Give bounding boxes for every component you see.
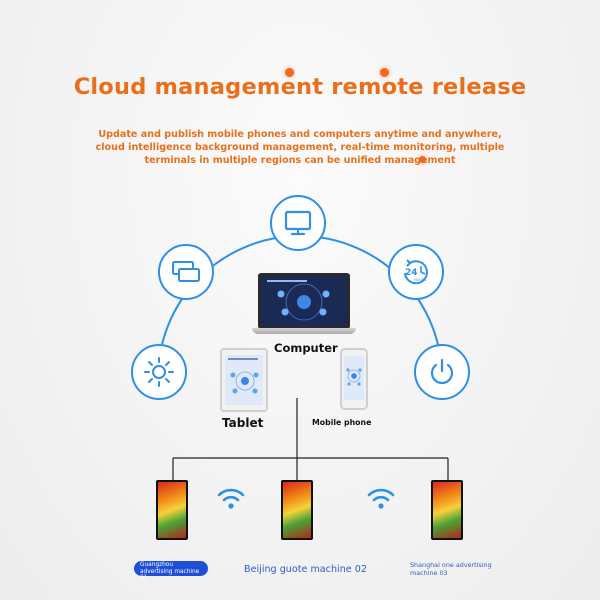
decorative-dot (285, 68, 294, 77)
phone-label: Mobile phone (312, 418, 372, 427)
page-subtitle: Update and publish mobile phones and com… (90, 128, 510, 167)
decorative-dot (380, 68, 389, 77)
machine-label-2: Beijing guote machine 02 (244, 564, 367, 575)
hours-number: 24 (405, 268, 418, 278)
hours-text: HOURS (414, 278, 427, 282)
machine-label-1: Guangzhou advertising machine 01 (134, 561, 208, 581)
24-hours-icon: 24 HOURS (388, 244, 444, 300)
computer-label: Computer (274, 341, 338, 355)
brightness-icon (131, 344, 187, 400)
page-title: Cloud management remote release (73, 74, 527, 100)
subtitle-line: terminals in multiple regions can be uni… (144, 155, 456, 166)
subtitle-line: cloud intelligence background management… (95, 142, 505, 153)
machine-label-3: Shanghai one advertising machine 03 (410, 561, 492, 577)
wifi-icon (367, 488, 395, 509)
tablet-image (220, 348, 268, 412)
advertising-machine-1 (156, 480, 188, 540)
monitor-icon (270, 195, 326, 251)
decorative-dot (419, 156, 426, 163)
wifi-icon (217, 488, 245, 509)
windows-icon (158, 244, 214, 300)
advertising-machine-3 (431, 480, 463, 540)
laptop-base (252, 328, 356, 334)
advertising-machine-2 (281, 480, 313, 540)
phone-screen (344, 356, 364, 400)
subtitle-line: Update and publish mobile phones and com… (98, 129, 502, 140)
laptop-image (252, 273, 356, 335)
phone-image (340, 348, 368, 410)
laptop-screen (258, 273, 350, 329)
tablet-screen (225, 355, 263, 405)
power-icon (414, 344, 470, 400)
tablet-label: Tablet (222, 416, 264, 430)
